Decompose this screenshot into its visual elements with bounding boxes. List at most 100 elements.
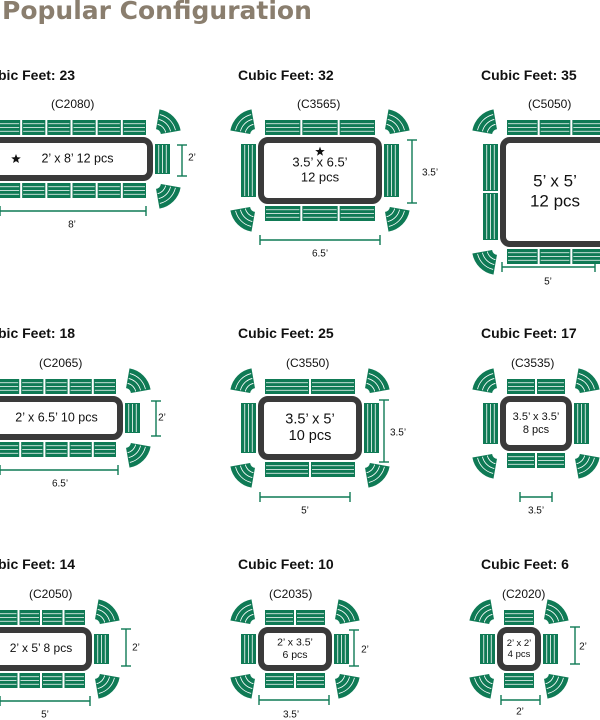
model-code: (C2065) [39,356,83,370]
pad-piece [507,453,535,468]
pad-piece [504,673,534,688]
corner-pad [575,368,600,393]
corner-pad [472,250,497,275]
cubic-feet-label: Cubic Feet: 35 [481,67,577,83]
width-dimension-label: 8’ [68,220,76,231]
pad-piece [93,379,116,394]
corner-pad [126,368,151,393]
pad-piece [384,144,399,197]
pad-piece [302,206,338,221]
pad-piece [241,144,256,197]
pad-piece [19,673,40,688]
height-dimension-label: 3.5’ [422,168,438,179]
pad-piece [42,610,63,625]
pad-piece [0,379,20,394]
width-dimension-label: 5’ [544,277,552,288]
corner-pad [230,207,255,232]
pad-piece [72,183,96,198]
pad-piece [42,673,63,688]
corner-pad [544,599,569,624]
corner-pad [385,109,410,134]
frame-outline [258,396,362,460]
model-code: (C2050) [29,587,73,601]
pad-piece [296,610,325,625]
pad-piece [539,249,571,264]
cubic-feet-label: Cubic Feet: 10 [238,556,334,572]
pad-piece [93,442,116,457]
width-dimension-label: 3.5’ [528,506,544,517]
cubic-feet-label: Cubic Feet: 17 [481,325,577,341]
model-code: (C3550) [286,356,330,370]
pcs-label: 10 pcs [289,428,332,444]
corner-pad [472,454,497,479]
star-icon [315,146,325,156]
model-code: (C2080) [51,97,95,111]
corner-pad [365,463,390,488]
pad-piece [97,120,121,135]
pad-piece [69,442,92,457]
pad-piece [574,403,589,444]
pad-piece [483,193,498,240]
corner-pad [469,599,494,624]
width-dimension-label: 3.5’ [283,710,299,720]
pcs-label: 12 pcs [301,169,340,184]
pad-piece [47,183,71,198]
frame-outline [500,137,600,247]
pad-piece [507,120,538,135]
pad-piece [22,120,46,135]
pad-piece [19,610,40,625]
pad-piece [265,120,301,135]
size-label: 2’ x 8’ 12 pcs [41,151,113,165]
frame-outline [0,396,123,440]
corner-pad [575,454,600,479]
pcs-label: 12 pcs [530,191,580,210]
pad-piece [97,183,121,198]
corner-pad [385,207,410,232]
pad-piece [72,120,96,135]
width-dimension-label: 2’ [516,707,524,718]
corner-pad [335,674,360,699]
cubic-feet-label: Cubic Feet: 6 [481,556,569,572]
configuration-1: 2’ x 8’ 12 pcs 8’ 2’ [0,109,196,231]
width-dimension-label: 5’ [41,710,49,720]
pad-piece [339,206,375,221]
corner-pad [126,443,151,468]
pad-piece [94,634,109,664]
star-icon [11,154,21,164]
pad-piece [311,379,355,394]
pad-piece [45,379,68,394]
page-title: Popular Configuration [2,0,312,25]
pad-piece [0,610,18,625]
model-code: (C3535) [511,356,555,370]
size-label: 3.5’ x 6.5’ [292,154,347,169]
cubic-feet-label: bic Feet: 23 [0,67,76,83]
height-dimension-label: 2’ [188,153,196,164]
frame-outline [500,396,572,451]
size-label: 2’ x 2’ [507,638,531,649]
pcs-label: 4 pcs [508,649,531,660]
corner-pad [365,368,390,393]
configuration-3: 5’ x 5’12 pcs 5’ [472,109,600,288]
pad-piece [572,120,600,135]
pad-piece [64,673,85,688]
height-dimension-label: 3.5’ [390,428,406,439]
corner-pad [230,463,255,488]
width-dimension-label: 6.5’ [312,249,328,260]
pad-piece [265,673,294,688]
corner-pad [95,674,120,699]
size-label: 5’ x 5’ [533,172,577,191]
pad-piece [539,120,571,135]
height-dimension-label: 2’ [132,643,140,654]
pad-piece [296,673,325,688]
pad-piece [364,403,379,453]
cubic-feet-label: Cubic Feet: 32 [238,67,334,83]
pad-piece [480,634,495,664]
pad-piece [125,403,140,433]
pad-piece [0,120,21,135]
pad-piece [241,634,256,664]
